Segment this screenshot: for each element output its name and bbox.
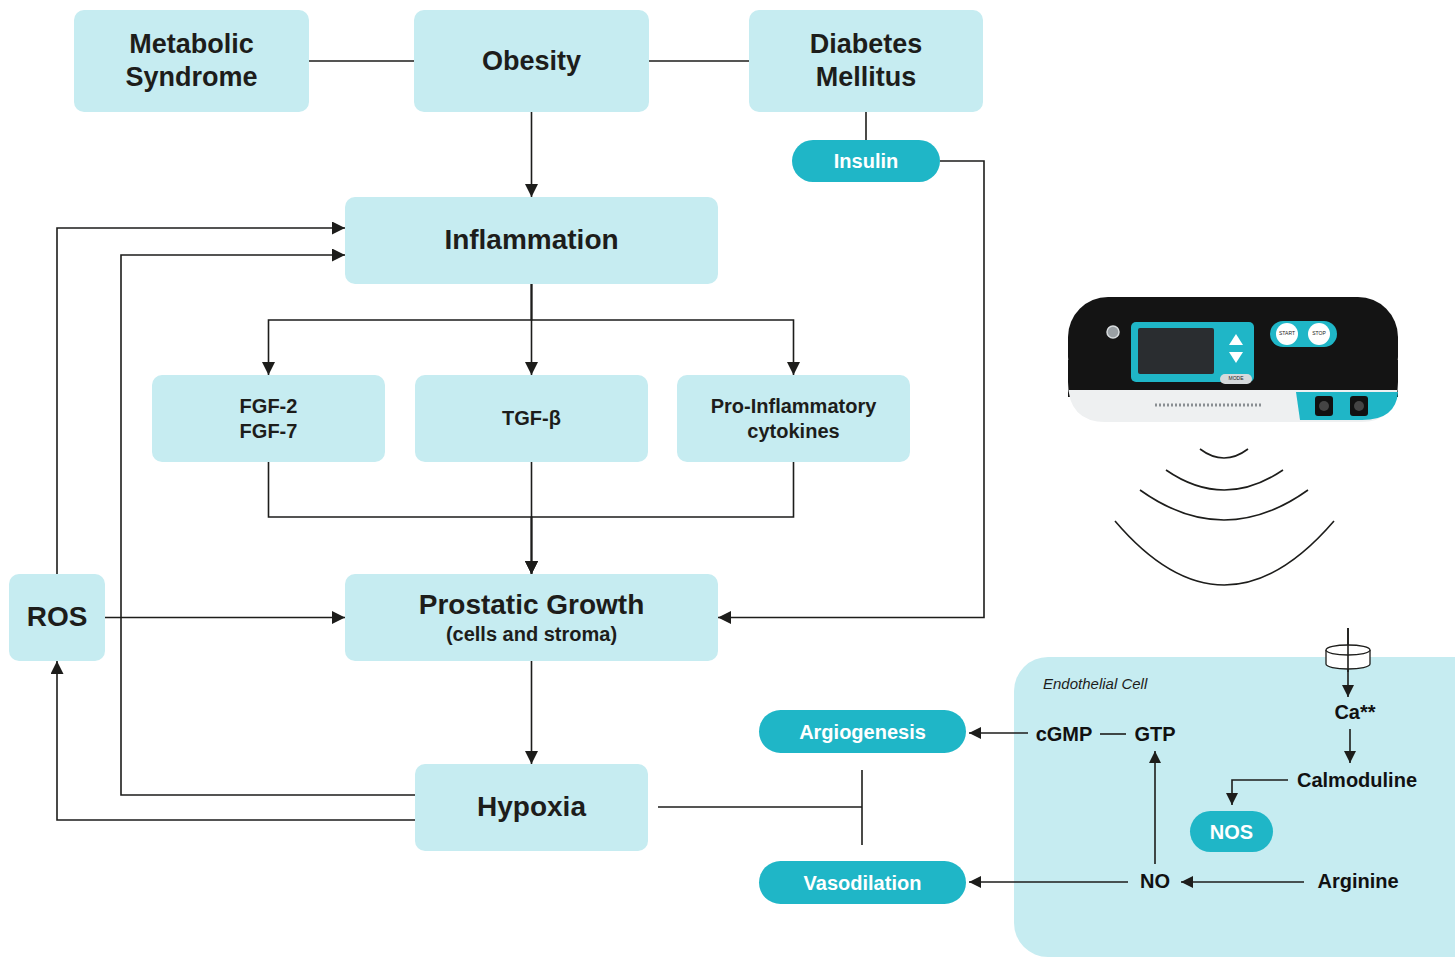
device-port-hole xyxy=(1319,401,1329,411)
device-mode-button xyxy=(1220,374,1252,384)
inhibition-bar xyxy=(861,770,863,845)
device-port xyxy=(1350,396,1368,416)
button-label: STOP xyxy=(1312,331,1326,337)
ion-flow-line xyxy=(1347,628,1349,672)
device-screw xyxy=(1107,326,1119,338)
cell-panel: Endothelial CellNOS cGMP GTP Ca** Calmodulin… xyxy=(1014,657,1455,957)
ion-channel xyxy=(1326,650,1370,669)
node-text: Inflammation xyxy=(444,223,618,257)
node-text: Hypoxia xyxy=(477,790,586,824)
hormone-pill: Insulin xyxy=(792,140,940,182)
connector-arrow xyxy=(105,617,345,619)
device-down-arrow xyxy=(1229,352,1243,363)
molecule-label: GTP xyxy=(1134,723,1175,745)
process-box: Hypoxia xyxy=(415,764,648,851)
node-text: Prostatic Growth xyxy=(419,588,645,622)
wave-arc xyxy=(1140,490,1308,520)
process-box: Inflammation xyxy=(345,197,718,284)
button-label: MODE xyxy=(1229,376,1244,382)
process-box: ROS xyxy=(9,574,105,661)
connector-arrow xyxy=(309,60,414,62)
process-box: Prostatic Growth(cells and stroma) xyxy=(345,574,718,661)
device-body xyxy=(1068,297,1398,397)
node-text: FGF-2 FGF-7 xyxy=(229,394,309,443)
connector-arrow xyxy=(531,661,533,764)
device-screen xyxy=(1138,328,1214,374)
node-text: ROS xyxy=(27,600,88,634)
pathway-arrow xyxy=(1349,729,1351,763)
node-text: Metabolic Syndrome xyxy=(86,28,297,94)
factor-box: FGF-2 FGF-7 xyxy=(152,375,385,462)
device-port-hole xyxy=(1354,401,1364,411)
node-subtext: (cells and stroma) xyxy=(446,622,617,646)
molecule-label: Calmoduline xyxy=(1297,769,1417,791)
node-text: TGF-β xyxy=(502,406,561,430)
factor-box: TGF-β xyxy=(415,375,648,462)
device-screen-frame xyxy=(1131,322,1254,382)
wave-arc xyxy=(1200,449,1248,458)
molecule-label: Arginine xyxy=(1317,870,1398,892)
ion-label: Ca** xyxy=(1334,701,1375,723)
device-button-panel xyxy=(1270,321,1337,347)
connector-arrow xyxy=(269,284,532,375)
connector-arrow xyxy=(269,462,532,574)
wave-arc xyxy=(1115,521,1334,585)
molecule-label: cGMP xyxy=(1036,723,1093,745)
device-accent xyxy=(1296,392,1398,420)
molecule-label: NO xyxy=(1140,870,1170,892)
connector-arrow xyxy=(532,462,794,574)
device-stop-button xyxy=(1308,323,1330,345)
node-text: Insulin xyxy=(834,149,898,173)
connector-arrow xyxy=(531,112,533,197)
node-text: Obesity xyxy=(482,45,581,78)
ion-channel-top xyxy=(1326,645,1370,655)
pathway-arrow xyxy=(1100,733,1126,735)
device-start-button xyxy=(1276,323,1298,345)
connector-arrow xyxy=(649,60,749,62)
pathway-arrow xyxy=(1232,780,1288,805)
pathway-arrow xyxy=(969,881,1128,883)
pathway-arrows xyxy=(1014,657,1455,957)
button-label: START xyxy=(1279,331,1295,337)
connector-arrow xyxy=(865,112,867,140)
connector-arrow xyxy=(532,284,794,375)
node-text: Argiogenesis xyxy=(799,720,926,744)
enzyme-pill: NOS xyxy=(1190,811,1273,852)
condition-box: Obesity xyxy=(414,10,649,112)
effect-pill: Vasodilation xyxy=(759,861,966,904)
node-text: Endothelial Cell xyxy=(1043,675,1455,692)
device-vent xyxy=(1155,404,1262,407)
inhibition-line xyxy=(658,806,862,808)
connector-arrow xyxy=(121,255,415,795)
pathway-arrow xyxy=(1347,628,1349,697)
device-port xyxy=(1315,396,1333,416)
node-text: NOS xyxy=(1210,820,1253,844)
device-up-arrow xyxy=(1229,334,1243,345)
pathway-arrow xyxy=(1154,751,1156,864)
pathway-arrow xyxy=(969,732,1028,734)
condition-box: Diabetes Mellitus xyxy=(749,10,983,112)
effect-pill: Argiogenesis xyxy=(759,710,966,753)
wave-arc xyxy=(1166,470,1283,490)
pathway-arrow xyxy=(1181,881,1304,883)
connector-arrow xyxy=(57,661,415,820)
node-text: Pro-Inflammatory cytokines xyxy=(689,394,898,443)
node-text: Diabetes Mellitus xyxy=(761,28,971,94)
factor-box: Pro-Inflammatory cytokines xyxy=(677,375,910,462)
device-bottom-band xyxy=(1068,382,1398,422)
node-text: Vasodilation xyxy=(804,871,922,895)
condition-box: Metabolic Syndrome xyxy=(74,10,309,112)
